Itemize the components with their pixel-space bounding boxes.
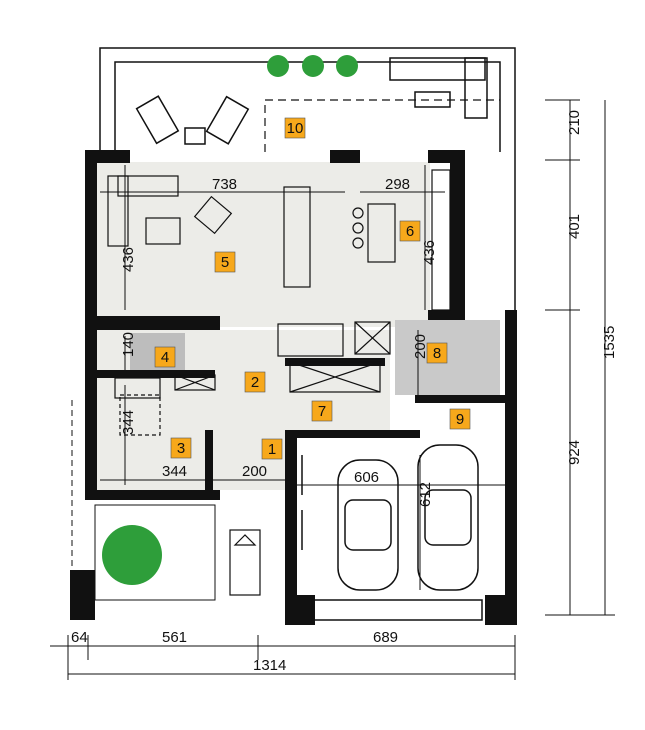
room-label-box xyxy=(449,408,471,430)
dim-utility-depth: 200 xyxy=(412,334,429,359)
room-number: 4 xyxy=(161,349,169,366)
sun-lounger-icon xyxy=(135,95,180,145)
room-label-box xyxy=(261,438,283,460)
dim-bottom-wall: 64 xyxy=(71,629,88,646)
dim-right-house: 401 xyxy=(566,214,583,239)
room-number: 10 xyxy=(287,120,304,137)
terrace xyxy=(99,47,516,310)
tree-icon xyxy=(102,525,162,585)
dim-living-depth: 436 xyxy=(120,247,137,272)
room-label-4: 4 xyxy=(154,346,176,368)
dim-right-terrace: 210 xyxy=(566,110,583,135)
dim-wc-depth: 140 xyxy=(120,332,137,357)
room-label-box xyxy=(399,220,421,242)
room-number: 6 xyxy=(406,223,414,240)
room-labels: 10 5 6 4 2 8 7 9 3 1 xyxy=(154,117,471,460)
room-number: 1 xyxy=(268,441,276,458)
garden xyxy=(71,400,216,601)
dim-room3-depth: 344 xyxy=(120,410,137,435)
car-icon xyxy=(417,444,479,591)
dim-bottom-total: 1314 xyxy=(253,657,286,674)
room-label-2: 2 xyxy=(244,371,266,393)
room-label-box xyxy=(154,346,176,368)
room-label-box xyxy=(426,342,448,364)
room-number: 5 xyxy=(221,254,229,271)
dim-living-width: 738 xyxy=(212,176,237,193)
dim-bottom-right: 689 xyxy=(373,629,398,646)
room-number: 3 xyxy=(177,440,185,457)
sun-lounger-icon xyxy=(205,95,250,145)
room-label-box xyxy=(284,117,306,139)
room-label-1: 1 xyxy=(261,438,283,460)
dim-bottom-left: 561 xyxy=(162,629,187,646)
room-label-7: 7 xyxy=(311,400,333,422)
dim-kitchen-width: 298 xyxy=(385,176,410,193)
room-label-3: 3 xyxy=(170,437,192,459)
room-label-8: 8 xyxy=(426,342,448,364)
room-label-9: 9 xyxy=(449,408,471,430)
dim-garage-depth: 612 xyxy=(417,482,434,507)
room-label-10: 10 xyxy=(284,117,306,139)
room-label-5: 5 xyxy=(214,251,236,273)
room-label-box xyxy=(311,400,333,422)
furniture xyxy=(107,169,451,596)
dimension-labels: 738 298 436 436 140 200 344 344 200 606 … xyxy=(71,110,618,674)
garage xyxy=(301,444,483,621)
plants-icon xyxy=(267,55,358,77)
dim-entry-width: 200 xyxy=(242,463,267,480)
dim-right-garage: 924 xyxy=(566,440,583,465)
room-number: 9 xyxy=(456,411,464,428)
dim-garage-width: 606 xyxy=(354,469,379,486)
room-label-6: 6 xyxy=(399,220,421,242)
room-number: 8 xyxy=(433,345,441,362)
room-label-box xyxy=(244,371,266,393)
dim-kitchen-depth: 436 xyxy=(421,240,438,265)
car-icon xyxy=(337,459,399,591)
room-number: 7 xyxy=(318,403,326,420)
room-label-box xyxy=(170,437,192,459)
room-number: 2 xyxy=(251,374,259,391)
room-label-box xyxy=(214,251,236,273)
dimension-lines xyxy=(50,99,615,680)
walls xyxy=(70,150,517,625)
dim-room3-width: 344 xyxy=(162,463,187,480)
dim-right-total: 1535 xyxy=(601,326,618,359)
floor-fills xyxy=(95,162,500,490)
